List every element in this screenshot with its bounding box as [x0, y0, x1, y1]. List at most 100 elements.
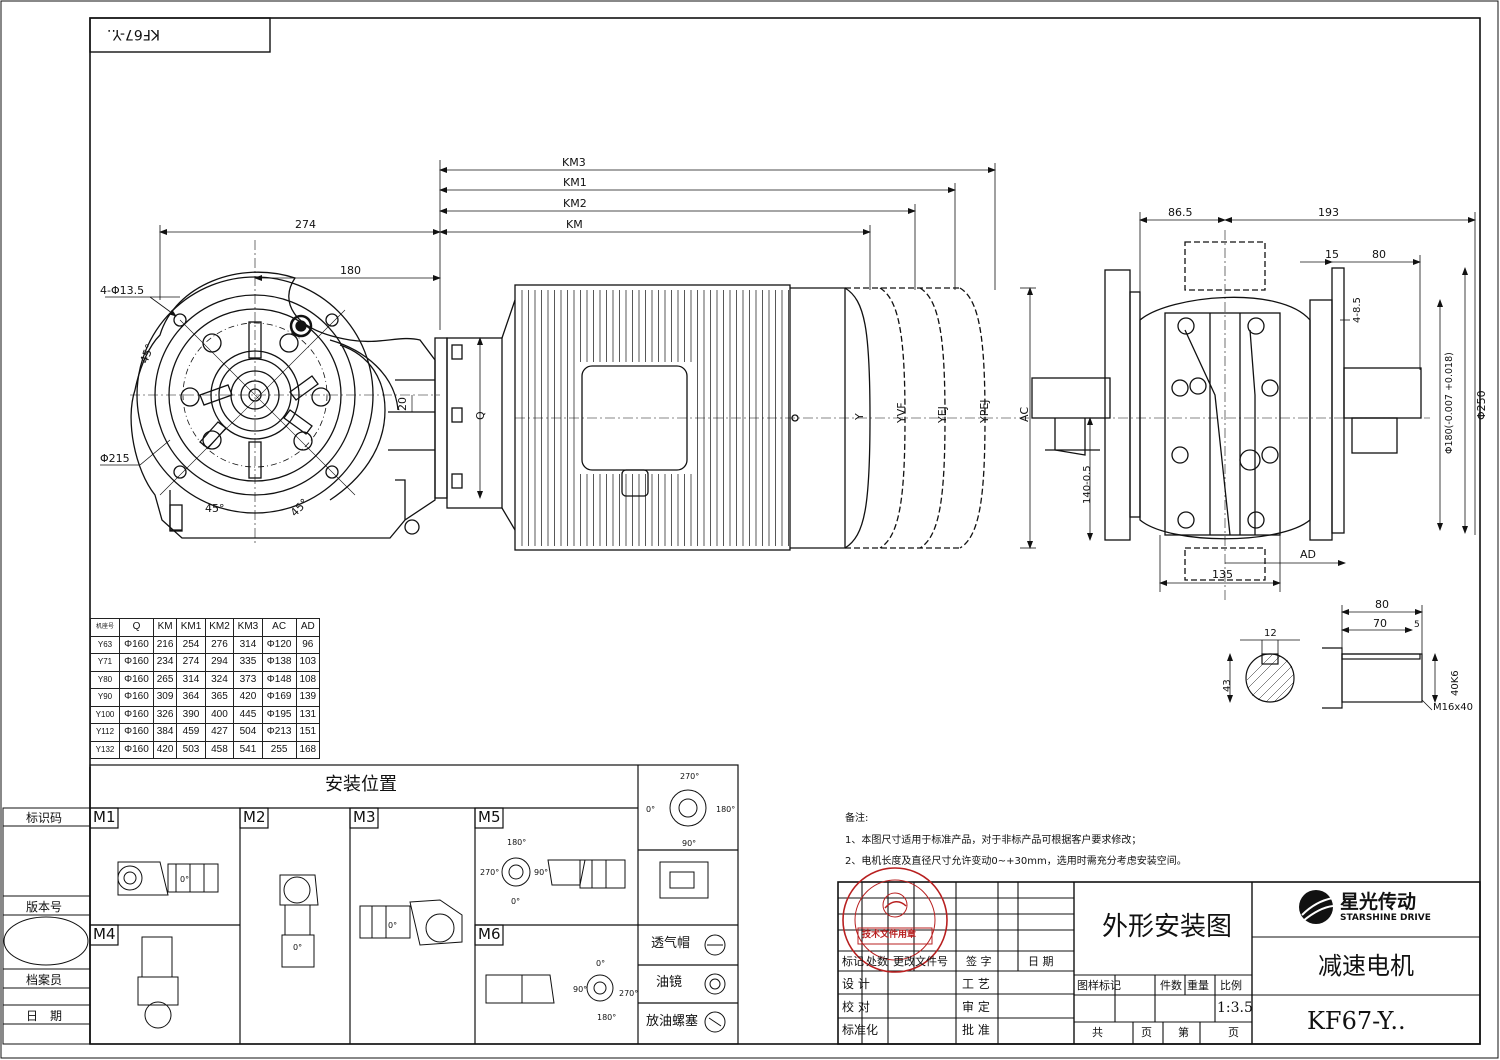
dia-250: Φ250: [1475, 390, 1488, 420]
dim-5: 5: [1414, 620, 1420, 630]
title-block-grid: [837, 881, 1481, 1045]
dim-40k6: 40K6: [1450, 670, 1461, 696]
angle-label-1: 45°: [138, 342, 157, 365]
dim-15: 15: [1325, 248, 1339, 261]
technical-document-stamp: [842, 867, 948, 973]
m6-angle-90: 90°: [573, 985, 587, 994]
table-cell: 400: [204, 705, 235, 724]
dim-ad-side: AD: [1300, 548, 1316, 561]
table-header-cell: AD: [295, 618, 321, 637]
position-m2: M2: [243, 808, 266, 826]
table-cell: 445: [233, 705, 263, 724]
front-view-outline: [130, 240, 440, 545]
table-cell: 326: [152, 705, 178, 724]
table-cell: 131: [295, 705, 321, 724]
table-header-cell: KM3: [233, 618, 263, 637]
motor-flange: [434, 299, 516, 531]
table-cell: Φ160: [119, 653, 154, 672]
note-2: 2、电机长度及直径尺寸允许变动0~+30mm，选用时需充分考虑安装空间。: [845, 856, 1187, 867]
table-header-cell: Q: [119, 618, 154, 637]
dim-140: 140-0.5: [1082, 465, 1093, 504]
dim-km2: KM2: [563, 197, 587, 210]
series-yvf: YVF: [895, 402, 908, 424]
table-cell: 168: [295, 740, 321, 759]
dim-274: 274: [295, 218, 316, 231]
dim-180: 180: [340, 264, 361, 277]
side-view-dimensions: [1087, 212, 1476, 592]
series-yej: YEJ: [936, 406, 949, 424]
dim-135: 135: [1212, 568, 1233, 581]
left-strip-grid: [2, 807, 91, 1045]
table-cell: 314: [233, 635, 263, 654]
strip-archivist: 档案员: [26, 973, 63, 987]
dim-km3: KM3: [562, 156, 586, 169]
dia-215: Φ215: [100, 452, 130, 465]
position-m3: M3: [353, 808, 376, 826]
table-cell: Φ120: [261, 635, 297, 654]
ref-angle-90: 90°: [682, 839, 696, 848]
m6-angle-270: 270°: [619, 989, 638, 998]
scale-value: 1:3.5: [1217, 1000, 1253, 1016]
table-header-cell: KM2: [204, 618, 235, 637]
dim-80-shaft: 80: [1375, 598, 1389, 611]
shaft-detail: [1227, 605, 1438, 711]
table-cell: Φ148: [261, 670, 297, 689]
table-cell: 458: [204, 740, 235, 759]
side-view-outline: [1031, 230, 1430, 600]
table-cell: Φ160: [119, 723, 154, 742]
sheets-current: 第: [1178, 1026, 1189, 1039]
role-standard: 标准化: [842, 1023, 879, 1037]
table-cell: 255: [261, 740, 297, 759]
m6-angle-0: 0°: [596, 959, 605, 968]
table-cell: 274: [176, 653, 206, 672]
table-cell: 420: [152, 740, 178, 759]
table-cell: 324: [204, 670, 235, 689]
dim-20: 20: [396, 397, 409, 411]
motor-cooling-fins: [521, 290, 789, 546]
table-cell: 459: [176, 723, 206, 742]
table-cell: 265: [152, 670, 178, 689]
strip-identifier-code: 标识码: [26, 811, 63, 825]
table-cell: 254: [176, 635, 206, 654]
angle-label-2: 45°: [205, 502, 225, 515]
brand-name-en: STARSHINE DRIVE: [1340, 913, 1431, 923]
legend-breather-cap: 透气帽: [651, 936, 691, 951]
sheets-unit-1: 页: [1141, 1026, 1152, 1039]
legend-drain-plug: 放油螺塞: [646, 1014, 699, 1029]
q-label: Q: [474, 411, 487, 420]
table-cell: Y132: [90, 740, 120, 759]
table-cell: 139: [295, 688, 321, 707]
table-cell: 314: [176, 670, 206, 689]
ref-angle-270: 270°: [680, 772, 699, 781]
stage-marking: 图样标记: [1077, 979, 1121, 992]
table-cell: Φ160: [119, 635, 154, 654]
table-cell: Φ169: [261, 688, 297, 707]
position-m5: M5: [478, 808, 501, 826]
table-cell: 335: [233, 653, 263, 672]
table-cell: 364: [176, 688, 206, 707]
dim-12: 12: [1264, 628, 1277, 639]
dim-km1: KM1: [563, 176, 587, 189]
table-cell: 427: [204, 723, 235, 742]
table-cell: 503: [176, 740, 206, 759]
table-cell: Y100: [90, 705, 120, 724]
m6-angle-180: 180°: [597, 1013, 616, 1022]
m2-angle: 0°: [293, 943, 302, 952]
dim-km: KM: [566, 218, 583, 231]
stage-quantity: 件数: [1160, 979, 1182, 992]
product-name: 减速电机: [1318, 952, 1414, 980]
table-cell: Φ138: [261, 653, 297, 672]
table-cell: 108: [295, 670, 321, 689]
col-mark: 标记: [842, 955, 864, 968]
motor-body: [514, 284, 1030, 551]
table-cell: Y90: [90, 688, 120, 707]
strip-date: 日 期: [26, 1009, 63, 1023]
col-sign: 签 字: [966, 955, 992, 968]
m3-angle: 0°: [388, 921, 397, 930]
table-cell: 420: [233, 688, 263, 707]
m5-angle-180: 180°: [507, 838, 526, 847]
series-ypej: YPEJ: [978, 399, 991, 424]
